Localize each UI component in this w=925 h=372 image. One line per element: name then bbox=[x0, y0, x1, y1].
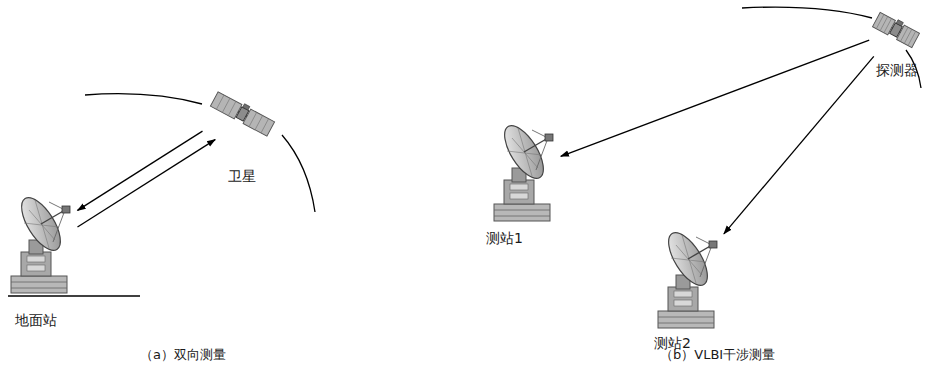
antenna-station: 地面站 bbox=[5, 190, 75, 295]
signal-arrow bbox=[78, 131, 203, 210]
panel-caption: （a）双向测量 bbox=[140, 347, 226, 363]
node-label: 卫星 bbox=[228, 168, 256, 184]
antenna-station: 测站1 bbox=[488, 118, 558, 223]
orbit-arc bbox=[85, 94, 202, 104]
dish-antenna-icon bbox=[652, 225, 722, 330]
satellite-icon bbox=[205, 90, 280, 138]
signal-arrow bbox=[78, 140, 216, 227]
antenna-station: 测站2 bbox=[652, 225, 722, 330]
node-label: 探测器 bbox=[876, 62, 918, 78]
node-label-wrap: 测站1 bbox=[486, 230, 523, 246]
satellite-icon bbox=[872, 6, 920, 54]
node-label: 地面站 bbox=[15, 312, 57, 328]
orbit-arc bbox=[742, 7, 872, 18]
node-label: 测站1 bbox=[486, 230, 523, 246]
node-label-wrap: 探测器 bbox=[876, 62, 918, 78]
orbit-arc bbox=[282, 135, 315, 212]
panel-caption: （b）VLBI干涉测量 bbox=[660, 347, 775, 363]
dish-antenna-icon bbox=[488, 118, 558, 223]
signal-arrow bbox=[561, 40, 869, 156]
spacecraft: 卫星 bbox=[205, 90, 280, 138]
node-label-wrap: 地面站 bbox=[15, 312, 57, 328]
spacecraft: 探测器 bbox=[872, 6, 920, 54]
dish-antenna-icon bbox=[5, 190, 75, 295]
ground-line bbox=[8, 295, 140, 296]
signal-arrow bbox=[724, 56, 874, 234]
node-label-wrap: 卫星 bbox=[228, 168, 256, 184]
